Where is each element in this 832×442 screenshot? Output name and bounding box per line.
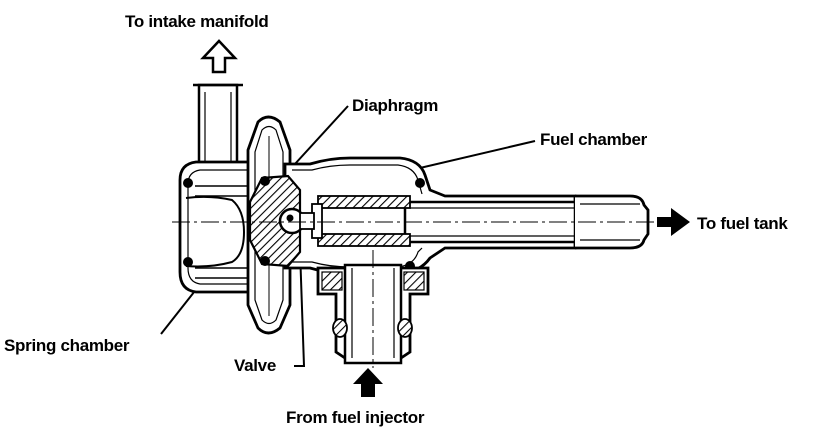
label-diaphragm: Diaphragm bbox=[352, 96, 438, 115]
intake-tube bbox=[193, 83, 243, 174]
diaphragm-valve-assembly bbox=[248, 174, 315, 268]
spring-chamber-housing bbox=[178, 160, 257, 294]
outline-arrow-up-icon bbox=[200, 39, 238, 74]
label-to-fuel-tank: To fuel tank bbox=[697, 214, 788, 233]
label-to-intake-manifold: To intake manifold bbox=[125, 12, 269, 31]
label-fuel-chamber: Fuel chamber bbox=[540, 130, 648, 149]
label-from-fuel-injector: From fuel injector bbox=[286, 408, 425, 427]
centerlines bbox=[172, 221, 660, 368]
label-valve: Valve bbox=[234, 356, 276, 375]
solid-arrow-up-icon bbox=[353, 368, 383, 397]
solid-arrow-right-icon bbox=[657, 208, 690, 236]
label-spring-chamber: Spring chamber bbox=[4, 336, 130, 355]
valve-seat-tube bbox=[311, 195, 411, 247]
